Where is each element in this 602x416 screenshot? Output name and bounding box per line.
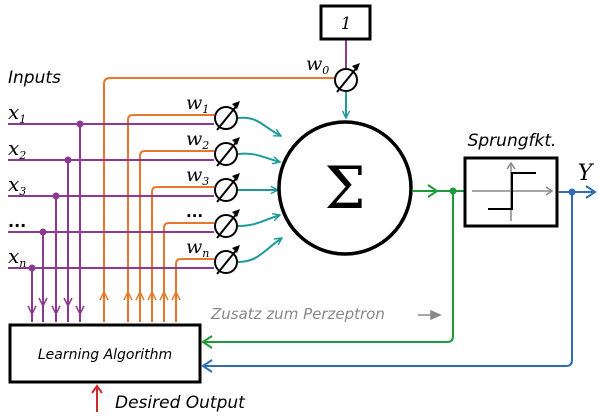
sigma-symbol: Σ xyxy=(324,154,365,222)
weight-knobs xyxy=(214,63,360,275)
control-line-w2 xyxy=(139,150,214,322)
input-label: x xyxy=(8,136,19,160)
inputs-heading: Inputs xyxy=(8,68,61,88)
desired-output-label: Desired Output xyxy=(115,393,246,413)
net-junction xyxy=(449,187,457,195)
input-label: x xyxy=(8,100,19,124)
control-line-wn xyxy=(175,258,214,322)
weight-label: w xyxy=(186,128,202,150)
control-line-w0 xyxy=(103,77,334,322)
weight-knob-w2[interactable] xyxy=(214,137,240,167)
input-label: x xyxy=(8,244,19,268)
svg-text:x2: x2 xyxy=(8,136,26,162)
bias-box xyxy=(319,4,372,41)
weight-knob-w1[interactable] xyxy=(214,101,240,131)
control-arrowheads xyxy=(99,290,181,301)
learning-algorithm-box xyxy=(8,323,202,384)
step-function-plot xyxy=(472,161,554,221)
input-label: x xyxy=(8,172,19,196)
summation-node xyxy=(277,120,413,256)
bias-value: 1 xyxy=(341,14,352,34)
svg-text:w1: w1 xyxy=(186,92,209,116)
weight-knob-wdots[interactable] xyxy=(214,209,240,239)
weight-knob-w0[interactable] xyxy=(334,63,360,93)
svg-text:xn: xn xyxy=(8,244,26,270)
output-line xyxy=(201,185,597,373)
weight-labels: w0 w1 w2 w3 ... wn xyxy=(186,53,329,260)
weighted-connections xyxy=(237,92,346,263)
weight-knob-w3[interactable] xyxy=(214,173,240,203)
weight-label: w xyxy=(186,236,202,258)
input-arrowheads xyxy=(27,297,85,316)
weight-control-lines xyxy=(103,77,334,322)
svg-text:w0: w0 xyxy=(306,53,329,77)
desired-output-arrow xyxy=(91,384,103,412)
learning-algorithm-label: Learning Algorithm xyxy=(38,347,172,363)
input-label-dots: ... xyxy=(8,212,26,231)
input-labels: x1 x2 x3 ... xn xyxy=(8,100,26,270)
svg-text:w3: w3 xyxy=(186,164,209,188)
svg-text:wn: wn xyxy=(186,236,209,260)
weight-label: w xyxy=(186,164,202,186)
activation-label: Sprungfkt. xyxy=(468,131,557,151)
svg-text:x1: x1 xyxy=(8,100,26,126)
weight-label: w xyxy=(306,53,322,75)
svg-text:x3: x3 xyxy=(8,172,26,198)
input-junctions xyxy=(28,120,84,272)
svg-text:w2: w2 xyxy=(186,128,209,152)
control-line-w3 xyxy=(151,186,214,322)
output-label: Y xyxy=(578,161,595,186)
control-line-w1 xyxy=(127,114,214,322)
note-arrow-icon xyxy=(418,309,442,321)
weight-knob-wn[interactable] xyxy=(214,245,240,275)
addition-note: Zusatz zum Perzeptron xyxy=(210,305,385,323)
weight-label: w xyxy=(186,92,202,114)
weight-label-dots: ... xyxy=(186,203,203,221)
output-junction xyxy=(568,188,576,196)
control-line-wdots xyxy=(163,222,214,322)
